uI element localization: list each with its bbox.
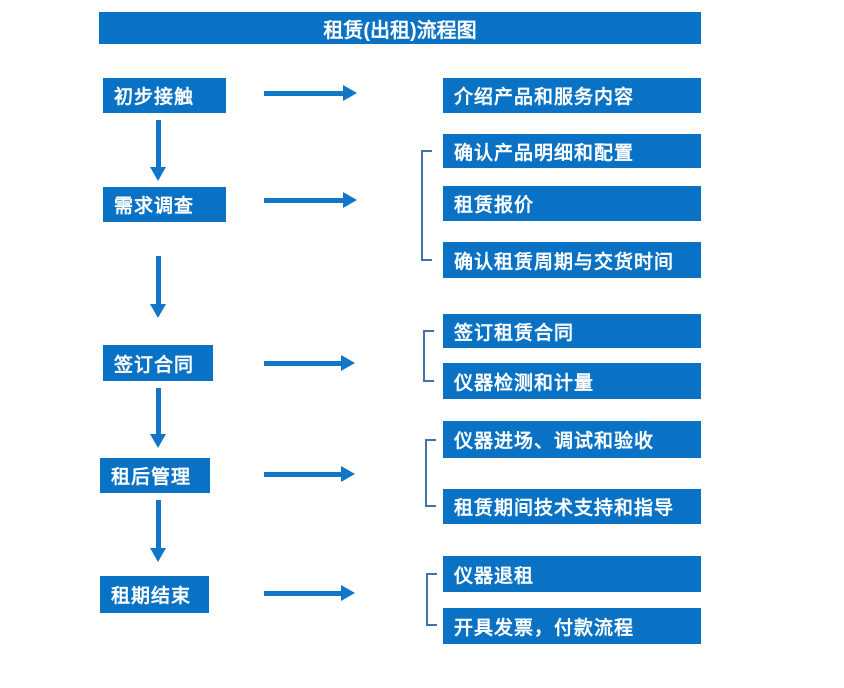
- down-arrow-head: [150, 434, 166, 448]
- stage-box-initial-contact: 初步接触: [103, 78, 226, 113]
- right-arrow-head: [341, 585, 355, 601]
- stage-box-sign-contract: 签订合同: [103, 345, 213, 381]
- down-arrow-icon: [150, 120, 166, 181]
- substep-box-instrument-entry-acceptance: 仪器进场、调试和验收: [443, 421, 701, 458]
- substep-box-introduce-products: 介绍产品和服务内容: [443, 78, 701, 113]
- right-arrow-head: [343, 85, 357, 101]
- right-arrow-stem: [264, 90, 343, 96]
- substep-box-instrument-testing: 仪器检测和计量: [443, 363, 701, 399]
- substep-box-confirm-product-details: 确认产品明细和配置: [443, 134, 701, 168]
- stage-box-rental-end: 租期结束: [100, 576, 209, 613]
- right-arrow-stem: [264, 360, 341, 366]
- down-arrow-icon: [150, 500, 166, 562]
- down-arrow-stem: [155, 500, 161, 548]
- substep-box-confirm-period-delivery: 确认租赁周期与交货时间: [443, 242, 701, 278]
- down-arrow-head: [150, 548, 166, 562]
- right-arrow-icon: [264, 355, 355, 371]
- right-arrow-icon: [264, 192, 357, 208]
- down-arrow-head: [150, 167, 166, 181]
- down-arrow-stem: [155, 388, 161, 434]
- right-arrow-head: [341, 355, 355, 371]
- right-arrow-icon: [264, 466, 355, 482]
- group-bracket-icon: [426, 573, 437, 626]
- down-arrow-head: [150, 304, 166, 318]
- substep-box-sign-rental-contract: 签订租赁合同: [443, 314, 701, 348]
- stage-box-demand-survey: 需求调查: [103, 187, 226, 222]
- substep-box-technical-support: 租赁期间技术支持和指导: [443, 489, 701, 524]
- substep-box-rental-quotation: 租赁报价: [443, 186, 701, 221]
- right-arrow-head: [341, 466, 355, 482]
- substep-box-invoice-payment: 开具发票，付款流程: [443, 608, 701, 644]
- down-arrow-stem: [155, 120, 161, 167]
- substep-box-instrument-return: 仪器退租: [443, 556, 701, 592]
- down-arrow-icon: [150, 256, 166, 318]
- right-arrow-head: [343, 192, 357, 208]
- down-arrow-icon: [150, 388, 166, 448]
- group-bracket-icon: [421, 150, 432, 261]
- right-arrow-icon: [264, 585, 355, 601]
- right-arrow-stem: [264, 197, 343, 203]
- group-bracket-icon: [425, 439, 436, 507]
- group-bracket-icon: [423, 330, 434, 382]
- right-arrow-stem: [264, 471, 341, 477]
- down-arrow-stem: [155, 256, 161, 304]
- right-arrow-stem: [264, 590, 341, 596]
- stage-box-post-rental-management: 租后管理: [100, 458, 210, 493]
- right-arrow-icon: [264, 85, 357, 101]
- flowchart-title: 租赁(出租)流程图: [99, 12, 701, 44]
